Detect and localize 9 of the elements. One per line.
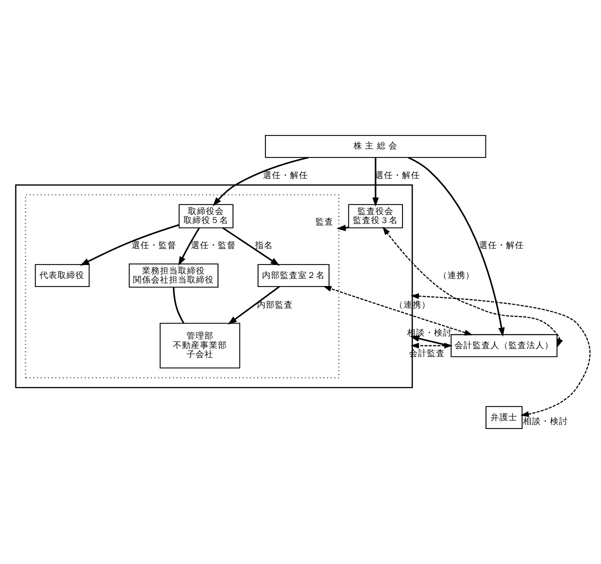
edge-label: （連携） bbox=[438, 270, 474, 281]
edge-label: 選任・解任 bbox=[263, 170, 308, 181]
edge-label: 内部監査 bbox=[257, 300, 294, 311]
edge-label: 相談・検討 bbox=[523, 416, 568, 427]
edge-label: 選任・監督 bbox=[132, 241, 177, 252]
edge-label: 監査 bbox=[316, 218, 334, 228]
edge-label: 選任・監督 bbox=[190, 241, 236, 252]
edge-label: 選任・解任 bbox=[479, 241, 524, 252]
edge-label: 指名 bbox=[254, 241, 273, 252]
